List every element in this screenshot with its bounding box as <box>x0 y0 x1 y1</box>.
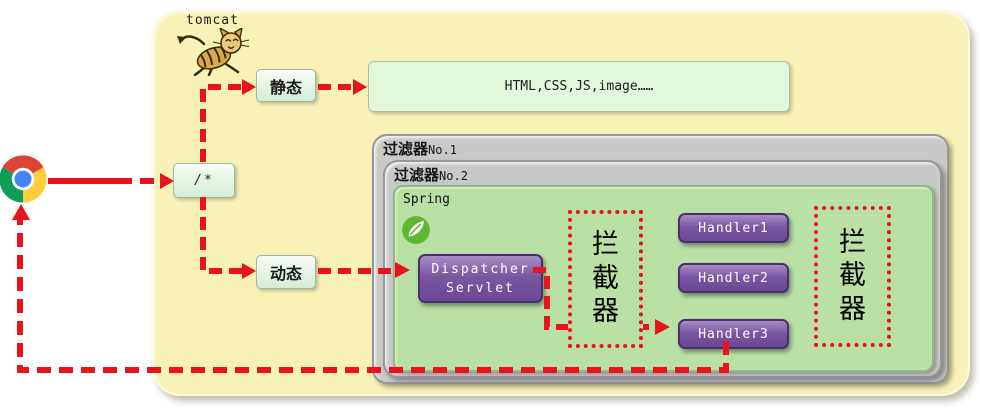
dispatcher-servlet-box: Dispatcher Servlet <box>418 254 543 303</box>
filter-no2-label: 过滤器No.2 <box>394 164 468 185</box>
interceptor-box-1: 拦 截 器 <box>568 210 643 348</box>
route-label: /* <box>194 173 214 188</box>
tomcat-cat-icon <box>174 26 250 77</box>
static-label: 静态 <box>269 77 302 97</box>
interceptor2-char-3: 器 <box>839 293 866 325</box>
interceptor2-char-1: 拦 <box>839 226 866 258</box>
static-box: 静态 <box>256 69 316 102</box>
handler2-label: Handler2 <box>698 270 769 286</box>
dynamic-box: 动态 <box>256 255 316 289</box>
dispatcher-line1: Dispatcher <box>431 261 530 277</box>
route-mapping-box: /* <box>173 163 235 198</box>
static-resources-box: HTML,CSS,JS,image…… <box>368 61 790 112</box>
filter-no1-box: 过滤器No.1 过滤器No.2 Spring Dispatcher <box>372 134 949 384</box>
filter-no2-number: No.2 <box>439 169 468 183</box>
handler2-box: Handler2 <box>678 263 789 293</box>
static-resources-label: HTML,CSS,JS,image…… <box>504 79 654 94</box>
interceptor2-char-2: 截 <box>839 260 866 292</box>
interceptor1-char-1: 拦 <box>592 229 619 261</box>
spring-leaf-icon <box>401 215 431 245</box>
handler3-label: Handler3 <box>698 326 769 342</box>
handler3-box: Handler3 <box>678 319 789 349</box>
interceptor1-char-3: 器 <box>592 296 619 328</box>
dynamic-label: 动态 <box>269 264 302 283</box>
dispatcher-line2: Servlet <box>446 280 515 296</box>
chrome-icon <box>0 152 50 206</box>
handler1-label: Handler1 <box>698 220 769 236</box>
interceptor1-char-2: 截 <box>592 262 619 294</box>
filter-no1-label: 过滤器No.1 <box>383 138 457 159</box>
spring-panel: Spring Dispatcher Servlet 拦 截 器 <box>393 185 934 372</box>
tomcat-title: tomcat <box>186 13 239 28</box>
interceptor-box-2: 拦 截 器 <box>814 206 891 347</box>
chrome-icon-svg <box>0 155 47 203</box>
arrowhead-into-browser <box>12 204 30 220</box>
filter-no2-name: 过滤器 <box>394 166 440 184</box>
handler1-box: Handler1 <box>678 213 789 243</box>
filter-no1-number: No.1 <box>428 143 457 157</box>
filter-no1-name: 过滤器 <box>383 140 429 158</box>
spring-title: Spring <box>403 192 450 207</box>
filter-no2-box: 过滤器No.2 Spring Dispatcher Servlet <box>383 160 942 378</box>
